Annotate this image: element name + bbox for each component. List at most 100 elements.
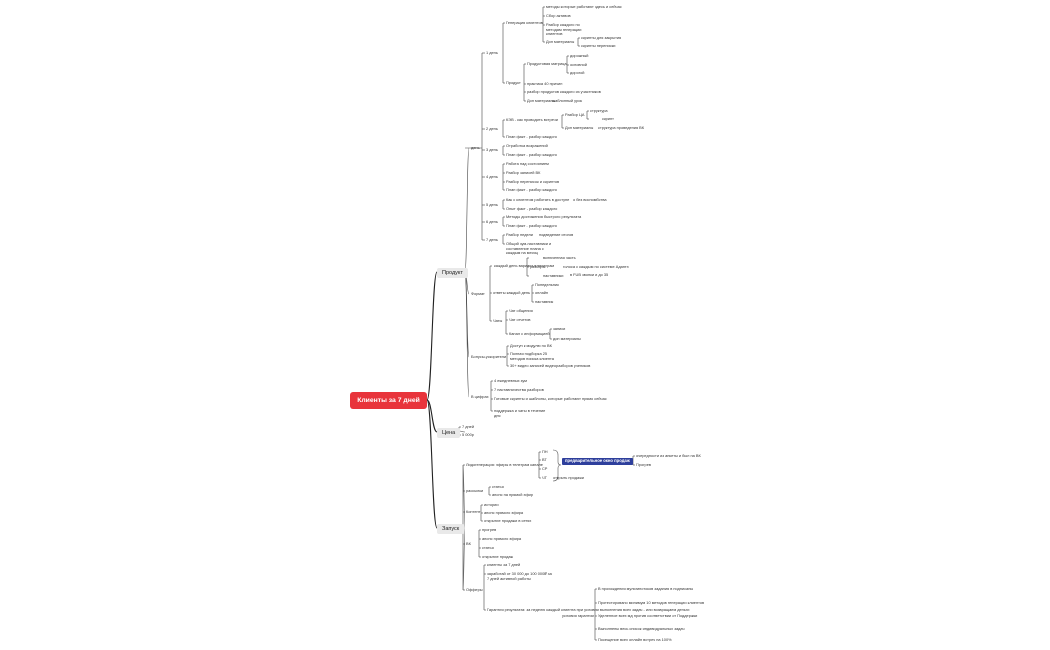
- mind-map-node[interactable]: Чат общения: [509, 308, 533, 313]
- mind-map-node[interactable]: 4 день: [486, 174, 498, 179]
- mind-map-node[interactable]: записи: [553, 326, 566, 331]
- mind-map-node[interactable]: практика 40 причин: [527, 81, 563, 86]
- mind-map-node[interactable]: ПН: [542, 449, 548, 454]
- mind-map-node[interactable]: Общий зум-наставники и составление плана…: [506, 241, 552, 256]
- mind-map-node[interactable]: дорогой: [570, 70, 585, 75]
- mind-map-node[interactable]: о без воспомбства: [573, 197, 607, 202]
- mind-map-node[interactable]: 30+ видео записей видеоразборов учеников: [510, 363, 591, 368]
- mind-map-node[interactable]: скрипты для закрытия: [581, 35, 622, 40]
- highlight-node[interactable]: предварительное окно продаж: [562, 458, 633, 465]
- mind-map-node[interactable]: Как с клиентом работать в доступе: [506, 197, 570, 202]
- mind-map-node[interactable]: истории: [484, 502, 499, 507]
- mind-map-node[interactable]: Работа над состоянием: [506, 161, 549, 166]
- mind-map-node[interactable]: Доступ к модулю по ВК: [510, 343, 552, 348]
- branch-product[interactable]: Продукт: [437, 268, 468, 278]
- mind-map-node[interactable]: доп материалы: [553, 336, 581, 341]
- mind-map-node[interactable]: заработай от 30 000 до 100 000₽ за 7 дне…: [487, 571, 552, 581]
- mind-map-node[interactable]: Посещение всех онлайн встреч на 100%: [598, 637, 672, 642]
- mind-map-node[interactable]: шаблонный урок: [552, 98, 583, 103]
- mind-map-node[interactable]: ВТ: [542, 457, 547, 462]
- mind-map-node[interactable]: структура: [590, 108, 608, 113]
- mind-map-node[interactable]: 5 день: [486, 202, 498, 207]
- mind-map-node[interactable]: 2 день: [486, 126, 498, 131]
- mind-map-node[interactable]: скрипт: [602, 116, 614, 121]
- mind-map-node[interactable]: 4 ежедневных зум: [494, 378, 527, 383]
- mind-map-node[interactable]: План факт - разбор каждого: [506, 134, 557, 139]
- mind-map-node[interactable]: 6 день: [486, 219, 498, 224]
- mind-map-node[interactable]: КЭВ - как проводить встречи: [506, 117, 558, 122]
- mind-map-node[interactable]: Канал с информацией: [509, 331, 550, 336]
- mind-map-node[interactable]: ЧТ: [542, 475, 547, 480]
- mind-map-node[interactable]: основной: [570, 62, 587, 67]
- mind-map-node[interactable]: Готовые скрипты и шаблоны, которые работ…: [494, 396, 607, 401]
- mind-map-node[interactable]: статья: [482, 545, 494, 550]
- mind-map-node[interactable]: Разбор записей ВК: [506, 170, 541, 175]
- mind-map-node[interactable]: Разбор недели: [506, 232, 533, 237]
- mind-map-node[interactable]: 5 000р: [462, 432, 474, 437]
- mind-map-node[interactable]: голоса с каждым по системе Адаптэ: [563, 264, 629, 269]
- mind-map-node[interactable]: Чат отчетов: [509, 317, 531, 322]
- mind-map-node[interactable]: Методы достижения быстрого результата: [506, 214, 582, 219]
- mind-map-node[interactable]: План факт - разбор каждого: [506, 152, 557, 157]
- mind-map-node[interactable]: В прохождения мультипотоков задания в по…: [598, 586, 694, 591]
- mind-map-node[interactable]: разборы: [530, 264, 546, 269]
- mind-map-node[interactable]: Разбор ЦА: [565, 112, 585, 117]
- mind-map-node[interactable]: включенная часть: [543, 255, 576, 260]
- mind-map-node[interactable]: Протестировано минимум 10 методов генера…: [598, 600, 705, 605]
- mind-map-node[interactable]: рассылки: [466, 488, 484, 493]
- mind-map-node[interactable]: Чаты: [493, 318, 503, 323]
- mind-map-node[interactable]: 7 день: [486, 237, 498, 242]
- mind-map-node[interactable]: План факт - разбор каждого: [506, 187, 557, 192]
- mind-map-node[interactable]: открытие продаж: [482, 554, 514, 559]
- mind-map-node[interactable]: наставники: [543, 273, 564, 278]
- mind-map-node[interactable]: открыть продажи: [553, 475, 584, 480]
- mind-map-node[interactable]: дорожный: [570, 53, 589, 58]
- mind-map-node[interactable]: статья: [492, 484, 504, 489]
- mind-map-node[interactable]: Контент: [466, 509, 481, 514]
- mind-map-node[interactable]: ответы каждый день: [493, 290, 531, 295]
- mind-map-node[interactable]: Лидогенерация: эфиры в телеграм канале: [466, 462, 543, 467]
- mind-map-node[interactable]: СР: [542, 466, 548, 471]
- branch-launch[interactable]: Запуск: [437, 524, 465, 534]
- mind-map-node[interactable]: в FUB звонки и до 35: [570, 272, 609, 277]
- mind-map-node[interactable]: день: [471, 145, 480, 150]
- mind-map-node[interactable]: Офферы: [466, 587, 483, 592]
- mind-map-node[interactable]: Генерация клиентов: [506, 20, 543, 25]
- mind-map-node[interactable]: каждый день вариант в телеграм: [494, 263, 555, 268]
- mind-map-node[interactable]: разбор продуктов каждого из участников: [527, 89, 601, 94]
- mind-map-node[interactable]: поддержка и чаты в течение дня: [494, 408, 546, 418]
- mind-map-node[interactable]: скрипты переписки: [581, 43, 616, 48]
- mind-map-node[interactable]: План факт - разбор каждого: [506, 223, 557, 228]
- mind-map-node[interactable]: Разбор каждого по методам генерации клие…: [546, 22, 582, 37]
- mind-map-node[interactable]: анонс на прямой эфир: [492, 492, 533, 497]
- mind-map-node[interactable]: структура проведения ВК: [598, 125, 645, 130]
- mind-map-node[interactable]: прогрев: [482, 527, 497, 532]
- mind-map-node[interactable]: Отработка возражений: [506, 143, 548, 148]
- mind-map-node[interactable]: наставник: [535, 299, 554, 304]
- mind-map-node[interactable]: 1 день: [486, 50, 498, 55]
- mind-map-node[interactable]: методы которые работают здесь и сейчас: [546, 4, 622, 9]
- mind-map-node[interactable]: Полная подборка 25 методов поиска клиент…: [510, 351, 554, 361]
- mind-map-node[interactable]: Разбор переписок и скриптов: [506, 179, 560, 184]
- mind-map-node[interactable]: подведение итогов: [539, 232, 574, 237]
- root-node[interactable]: Клиенты за 7 дней: [350, 392, 427, 409]
- mind-map-node[interactable]: Бонусы-ускорители: [471, 354, 507, 359]
- mind-map-node[interactable]: Продукт: [506, 80, 521, 85]
- mind-map-node[interactable]: Сбор активов: [546, 13, 571, 18]
- mind-map-node[interactable]: В цифрах: [471, 394, 489, 399]
- mind-map-node[interactable]: 7 дней: [462, 424, 475, 429]
- mind-map-node[interactable]: Понедельник: [535, 282, 559, 287]
- mind-map-node[interactable]: Гарантия результата: за неделю каждый кл…: [487, 607, 690, 612]
- mind-map-node[interactable]: Формат: [471, 291, 485, 296]
- mind-map-node[interactable]: Доп материалы: [527, 98, 556, 103]
- mind-map-node[interactable]: Уделенное всех мд против соответствии от…: [598, 613, 698, 618]
- mind-map-node[interactable]: анонс прямого эфира: [484, 510, 524, 515]
- mind-map-node[interactable]: онлайн: [535, 290, 549, 295]
- mind-map-node[interactable]: анонс прямого эфира: [482, 536, 522, 541]
- mind-map-node[interactable]: Опыт факт - разбор каждого: [506, 206, 558, 211]
- mind-map-node[interactable]: 7 наставничества разборов: [494, 387, 544, 392]
- branch-price[interactable]: Цена: [437, 428, 461, 438]
- mind-map-node[interactable]: очередности из анкеты и был на ВК: [636, 453, 701, 458]
- mind-map-node[interactable]: ВК: [466, 541, 471, 546]
- mind-map-node[interactable]: условия гарантии: [562, 613, 594, 618]
